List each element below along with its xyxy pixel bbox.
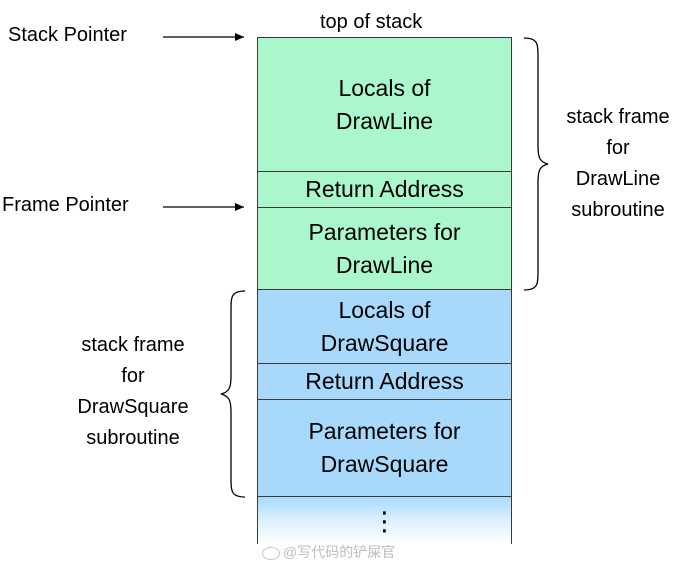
continuation-ellipsis: ⋮ bbox=[371, 505, 398, 536]
drawsquare-return-address-block: Return Address bbox=[257, 363, 512, 400]
stack-pointer-label: Stack Pointer bbox=[8, 24, 127, 46]
drawline-frame-brace bbox=[523, 37, 549, 291]
watermark-text: @写代码的铲屎官 bbox=[283, 544, 396, 560]
top-of-stack-label: top of stack bbox=[320, 11, 423, 33]
weibo-icon bbox=[262, 546, 280, 560]
drawline-frame-label: stack frame for DrawLine subroutine bbox=[566, 106, 670, 221]
stack-continuation-block: ⋮ bbox=[257, 496, 512, 544]
drawsquare-frame-brace bbox=[220, 290, 246, 498]
drawline-locals-text: Locals of DrawLine bbox=[335, 74, 434, 134]
drawsquare-parameters-text: Parameters for DrawSquare bbox=[308, 418, 461, 477]
drawline-locals-block: Locals of DrawLine bbox=[257, 37, 512, 172]
drawsquare-return-address-text: Return Address bbox=[305, 368, 464, 394]
frame-pointer-label: Frame Pointer bbox=[2, 194, 129, 216]
drawsquare-locals-text: Locals of DrawSquare bbox=[320, 296, 449, 356]
watermark: @写代码的铲屎官 bbox=[262, 542, 395, 562]
drawline-return-address-block: Return Address bbox=[257, 171, 512, 208]
drawsquare-parameters-block: Parameters for DrawSquare bbox=[257, 399, 512, 497]
drawline-return-address-text: Return Address bbox=[305, 176, 464, 202]
drawline-parameters-block: Parameters for DrawLine bbox=[257, 207, 512, 290]
drawline-parameters-text: Parameters for DrawLine bbox=[308, 218, 461, 278]
drawsquare-frame-label: stack frame for DrawSquare subroutine bbox=[77, 334, 189, 449]
drawsquare-locals-block: Locals of DrawSquare bbox=[257, 289, 512, 364]
